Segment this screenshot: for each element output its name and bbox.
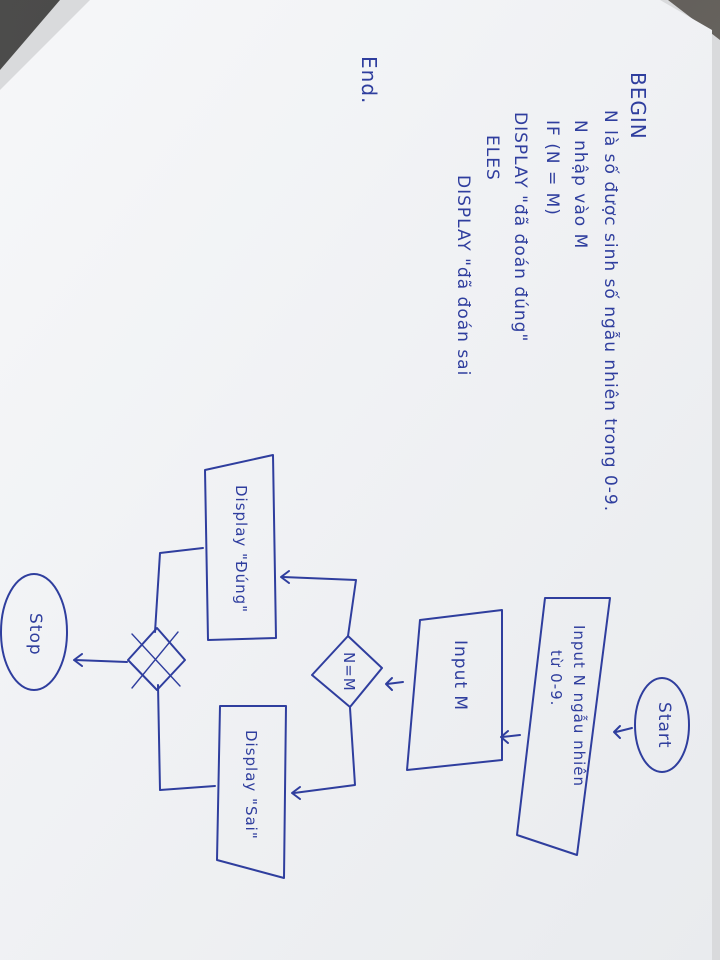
pseudo-line-3: IF (N = M) <box>542 120 562 216</box>
branch-wrong-line <box>293 707 356 794</box>
arrow-input-m-decision <box>385 677 404 691</box>
display-right-label: Display "Đúng" <box>232 485 250 614</box>
pseudo-begin: BEGIN <box>626 72 650 140</box>
arrow-to-display-wrong <box>291 786 301 800</box>
pseudo-line-2: N nhập vào M <box>570 120 590 250</box>
arrow-merge-stop <box>73 653 128 667</box>
pseudo-line-7: End. <box>357 56 381 105</box>
input-n-label-2: từ 0-9. <box>547 650 565 707</box>
input-m-label: Input M <box>450 640 470 712</box>
pseudo-line-1: N là số được sinh số ngẫu nhiên trong 0-… <box>600 110 620 513</box>
stop-terminator <box>0 573 68 691</box>
display-wrong-label: Display "Sai" <box>242 730 260 840</box>
branch-right-line <box>282 576 357 637</box>
merge-cross-strokes <box>131 631 181 689</box>
input-m-box <box>406 609 503 771</box>
decision-label: N=M <box>340 652 358 692</box>
pseudo-line-6: DISPLAY "đã đoán sai <box>453 175 473 377</box>
right-to-merge-line <box>154 547 204 633</box>
start-terminator <box>634 677 690 773</box>
arrow-input-n-input-m <box>500 730 521 744</box>
stop-label: Stop <box>25 613 45 656</box>
pseudo-line-4: DISPLAY "đã đoán đúng" <box>510 112 530 343</box>
start-label: Start <box>654 702 674 749</box>
display-wrong-box <box>216 705 287 879</box>
decision-diamond <box>311 635 383 708</box>
wrong-to-merge-line <box>157 684 216 791</box>
display-right-box <box>204 454 277 641</box>
arrow-start-input-n <box>613 725 633 739</box>
pseudo-line-5: ELES <box>482 135 502 181</box>
input-n-label-1: Input N ngẫu nhiên <box>570 625 588 788</box>
arrow-to-display-right <box>280 570 290 584</box>
merge-diamond <box>127 627 186 691</box>
input-n-box <box>516 597 611 856</box>
